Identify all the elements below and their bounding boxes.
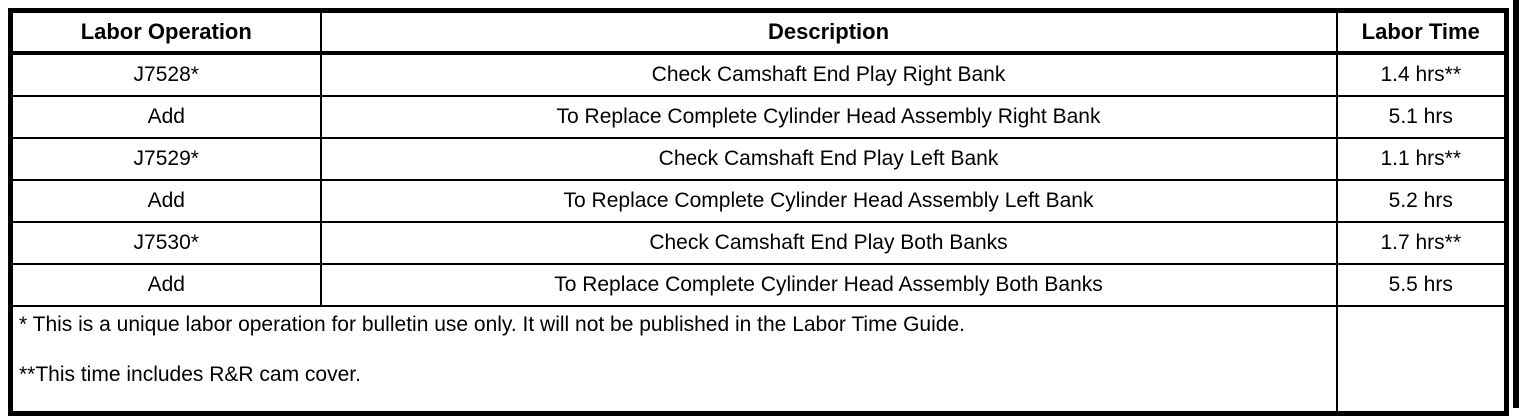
cell-labor-time: 1.1 hrs** [1335, 137, 1508, 181]
table-row: J7529* Check Camshaft End Play Left Bank… [9, 137, 1508, 181]
cell-description: To Replace Complete Cylinder Head Assemb… [319, 179, 1338, 223]
column-header-labor-operation: Labor Operation [9, 9, 322, 55]
column-header-labor-time: Labor Time [1335, 9, 1508, 55]
cell-description: Check Camshaft End Play Right Bank [319, 52, 1338, 97]
table-row: Add To Replace Complete Cylinder Head As… [9, 179, 1508, 223]
cell-labor-operation: Add [9, 263, 322, 307]
cell-labor-operation: J7528* [9, 52, 322, 97]
table-header-row: Labor Operation Description Labor Time [9, 9, 1508, 55]
cell-labor-time: 5.2 hrs [1335, 179, 1508, 223]
table-row: J7528* Check Camshaft End Play Right Ban… [9, 52, 1508, 97]
cell-labor-operation: Add [9, 95, 322, 139]
cell-labor-operation: J7529* [9, 137, 322, 181]
page-edge-border [1513, 0, 1519, 408]
footnote-row: * This is a unique labor operation for b… [9, 305, 1508, 415]
cell-description: Check Camshaft End Play Left Bank [319, 137, 1338, 181]
footnote-cell: * This is a unique labor operation for b… [9, 305, 1338, 415]
cell-labor-time: 1.4 hrs** [1335, 52, 1508, 97]
cell-description: To Replace Complete Cylinder Head Assemb… [319, 95, 1338, 139]
cell-labor-time: 1.7 hrs** [1335, 221, 1508, 265]
footnote-unique-labor-operation: * This is a unique labor operation for b… [19, 313, 965, 336]
cell-description: Check Camshaft End Play Both Banks [319, 221, 1338, 265]
cell-labor-time: 5.5 hrs [1335, 263, 1508, 307]
table-row: Add To Replace Complete Cylinder Head As… [9, 263, 1508, 307]
cell-labor-time: 5.1 hrs [1335, 95, 1508, 139]
table-row: J7530* Check Camshaft End Play Both Bank… [9, 221, 1508, 265]
cell-description: To Replace Complete Cylinder Head Assemb… [319, 263, 1338, 307]
footnote-rr-cam-cover: **This time includes R&R cam cover. [19, 363, 361, 386]
table-row: Add To Replace Complete Cylinder Head As… [9, 95, 1508, 139]
footnote-empty-labor-time-cell [1335, 305, 1508, 415]
column-header-description: Description [319, 9, 1338, 55]
cell-labor-operation: J7530* [9, 221, 322, 265]
cell-labor-operation: Add [9, 179, 322, 223]
labor-time-table: Labor Operation Description Labor Time J… [8, 8, 1509, 416]
